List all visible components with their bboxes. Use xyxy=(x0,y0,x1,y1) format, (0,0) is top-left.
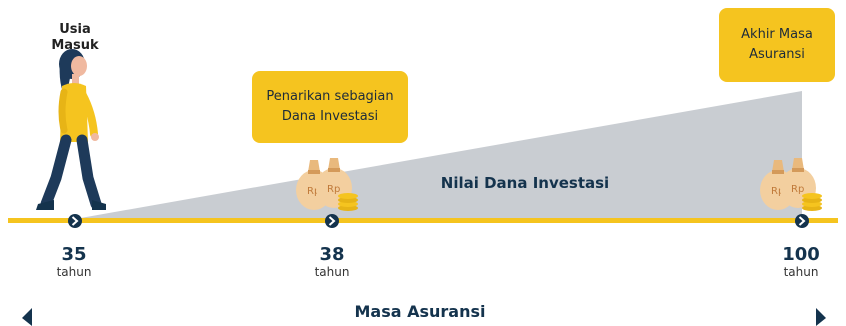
arrow-left-icon xyxy=(22,308,32,326)
tick-marker-38 xyxy=(325,214,339,228)
tick-value-38: 38 xyxy=(319,244,345,265)
entry-age-label-line1: Usia xyxy=(59,22,91,37)
tick-unit-35: tahun xyxy=(56,265,92,279)
tick-marker-100 xyxy=(795,214,809,228)
partial-withdrawal-callout: Penarikan sebagian Dana Investasi xyxy=(252,71,408,143)
money-bag-icon: Rp Rp xyxy=(760,158,822,211)
arrow-right-icon xyxy=(816,308,826,326)
timeline-bar xyxy=(8,218,838,223)
tick-value-100: 100 xyxy=(782,244,820,265)
end-of-term-callout: Akhir Masa Asuransi xyxy=(719,8,835,82)
svg-text:Rp: Rp xyxy=(307,186,320,197)
tick-value-35: 35 xyxy=(61,244,87,265)
money-bag-icon: Rp Rp xyxy=(296,158,358,211)
tick-marker-35 xyxy=(68,214,82,228)
partial-withdrawal-line2: Dana Investasi xyxy=(281,109,379,124)
tick-unit-38: tahun xyxy=(314,265,350,279)
svg-text:Rp: Rp xyxy=(327,184,340,195)
svg-text:Rp: Rp xyxy=(791,184,804,195)
end-of-term-line2: Asuransi xyxy=(749,47,805,62)
end-of-term-line1: Akhir Masa xyxy=(741,27,813,42)
fund-value-area xyxy=(75,91,802,219)
insurance-period-label: Masa Asuransi xyxy=(354,302,486,321)
fund-value-label: Nilai Dana Investasi xyxy=(440,174,610,192)
entry-age-label: Usia Masuk xyxy=(40,22,110,54)
entry-age-label-line2: Masuk xyxy=(51,38,99,53)
svg-text:Rp: Rp xyxy=(771,186,784,197)
walking-person-icon xyxy=(36,49,106,210)
tick-unit-100: tahun xyxy=(783,265,819,279)
partial-withdrawal-line1: Penarikan sebagian xyxy=(266,89,394,104)
